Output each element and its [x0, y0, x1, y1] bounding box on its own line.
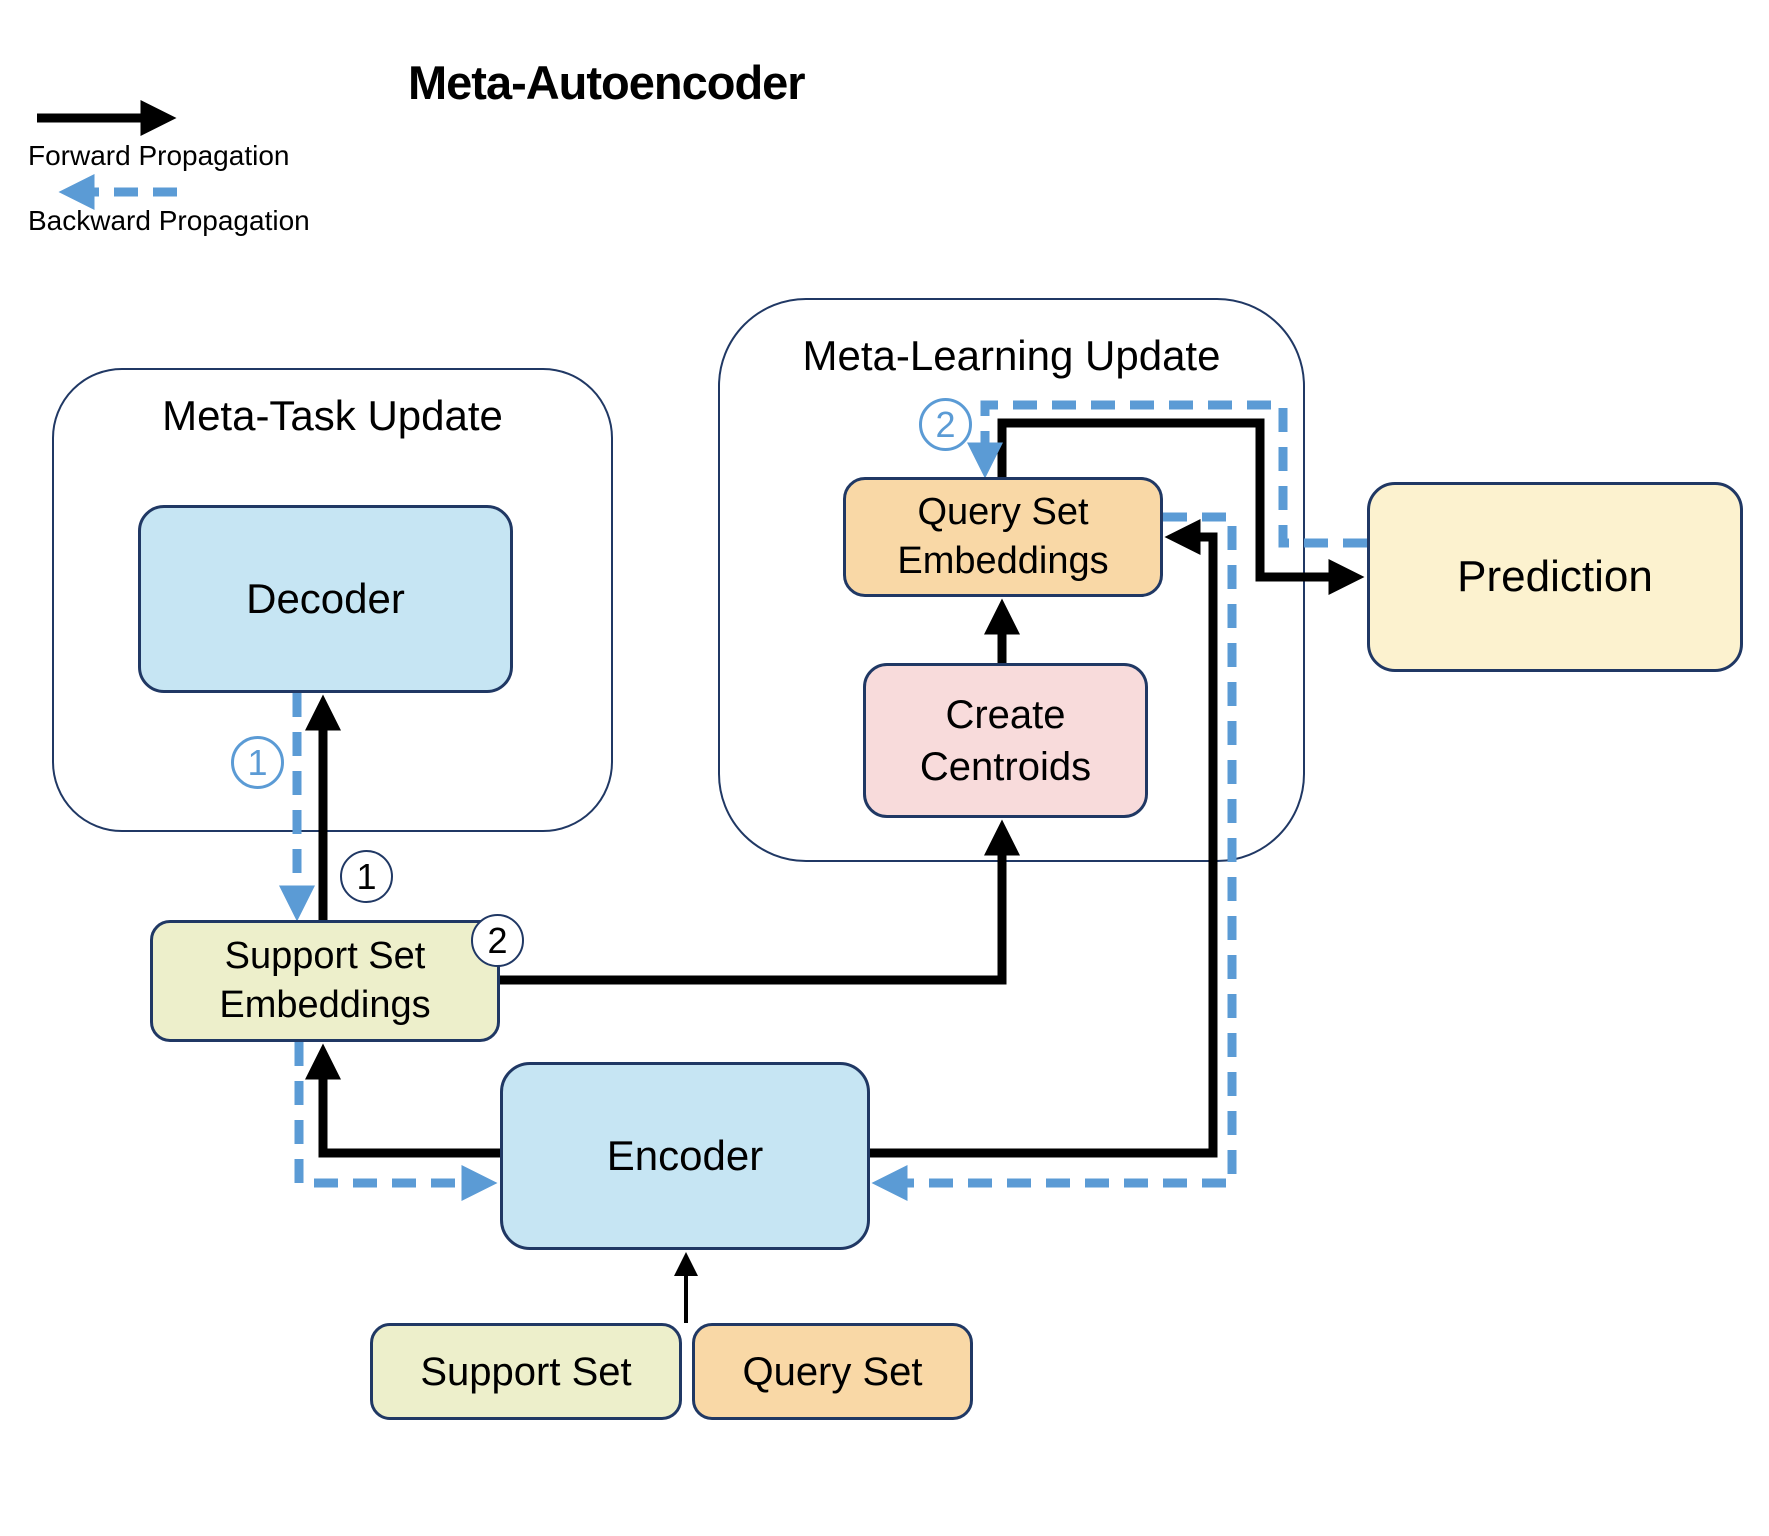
query-set-node: Query Set	[692, 1323, 973, 1420]
create-centroids-line2: Centroids	[919, 744, 1092, 789]
step-1-forward-number: 1	[356, 855, 377, 897]
encoder-label: Encoder	[606, 1131, 764, 1179]
support-set-node: Support Set	[370, 1323, 682, 1420]
backward-arrow-prediction-to-qse	[967, 400, 1367, 548]
decoder-node: Decoder	[138, 505, 513, 693]
sse-label-line2: Embeddings	[219, 984, 431, 1026]
step-2-forward-number: 2	[487, 919, 508, 961]
query-set-embeddings-node: Query Set Embeddings	[843, 477, 1163, 597]
step-2-backward-number: 2	[935, 403, 956, 445]
step-2-forward-badge: 2	[471, 914, 524, 967]
forward-arrow-encoder-to-sse	[305, 1043, 500, 1158]
qse-label-line1: Query Set	[917, 490, 1089, 533]
meta-task-update-container: Meta-Task Update	[52, 368, 613, 832]
step-2-backward-badge: 2	[919, 398, 972, 451]
create-centroids-line1: Create	[945, 692, 1066, 737]
diagram-title: Meta-Autoencoder	[408, 56, 806, 109]
backward-arrow-qse-to-encoder	[871, 512, 1237, 1201]
encoder-node: Encoder	[500, 1062, 870, 1250]
backward-arrow-sse-to-encoder	[294, 1042, 498, 1201]
meta-task-update-label: Meta-Task Update	[162, 392, 503, 439]
meta-learning-update-label: Meta-Learning Update	[802, 332, 1221, 379]
sse-label-line1: Support Set	[224, 934, 426, 977]
step-1-forward-badge: 1	[340, 850, 393, 903]
forward-arrow-encoder-to-qse	[870, 519, 1218, 1158]
prediction-node: Prediction	[1367, 482, 1743, 672]
support-set-embeddings-node: Support Set Embeddings	[150, 920, 500, 1042]
forward-arrow-qse-to-prediction	[997, 418, 1365, 595]
step-1-backward-badge: 1	[231, 736, 284, 789]
forward-arrow-sse-to-create-centroids	[500, 819, 1020, 985]
query-set-label: Query Set	[742, 1349, 923, 1394]
meta-learning-update-container: Meta-Learning Update	[718, 298, 1305, 862]
support-set-label: Support Set	[420, 1349, 632, 1394]
prediction-label: Prediction	[1457, 552, 1653, 602]
decoder-label: Decoder	[246, 574, 405, 622]
legend-forward-label: Forward Propagation	[28, 140, 290, 171]
legend-backward-label: Backward Propagation	[28, 205, 310, 236]
qse-label-line2: Embeddings	[897, 540, 1109, 582]
step-1-backward-number: 1	[247, 741, 268, 783]
create-centroids-node: Create Centroids	[863, 663, 1148, 818]
